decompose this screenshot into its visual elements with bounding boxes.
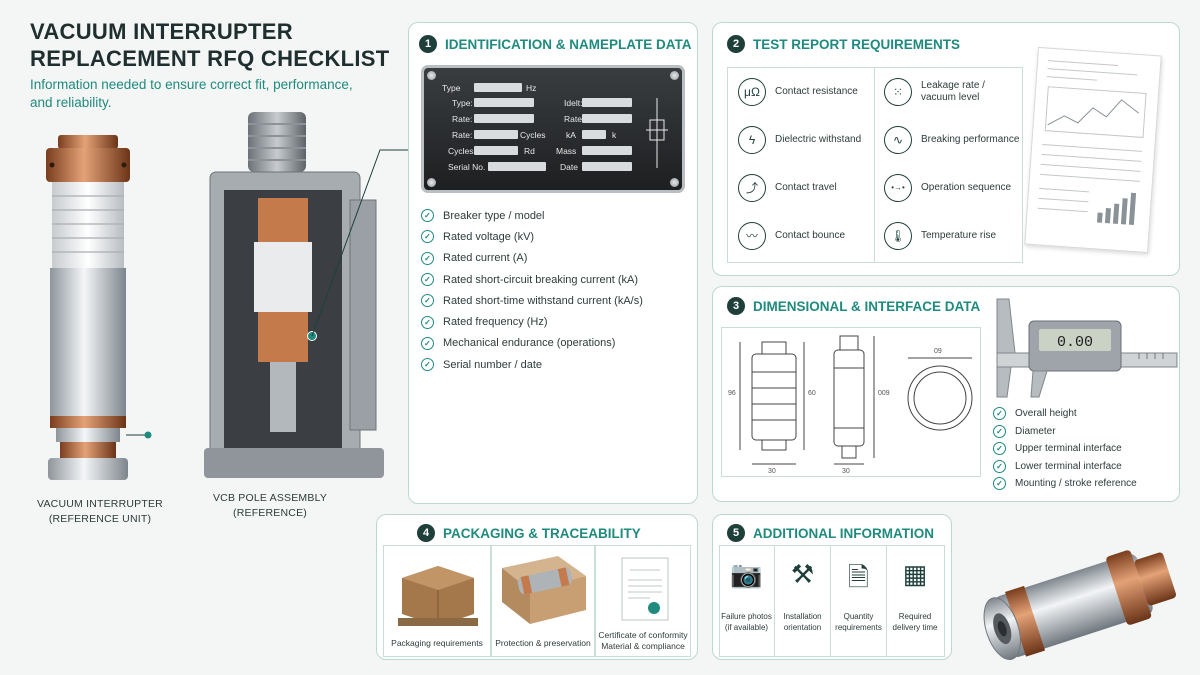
check-icon: ✓	[421, 230, 434, 244]
packaging-item: Packaging requirements	[383, 545, 491, 657]
section-number: 5	[727, 524, 745, 542]
list-item: ✓Serial number / date	[421, 354, 643, 375]
test-report-document	[1024, 46, 1162, 254]
section-title: TEST REPORT REQUIREMENTS	[753, 36, 961, 52]
arc-wave-icon: ∿	[884, 126, 912, 154]
dimensional-checklist: ✓Overall height ✓Diameter ✓Upper termina…	[993, 405, 1137, 493]
section-title: IDENTIFICATION & NAMEPLATE DATA	[445, 36, 692, 52]
calendar-icon: ▦	[902, 559, 928, 589]
check-icon: ✓	[993, 459, 1006, 473]
list-item: ✓Mechanical endurance (operations)	[421, 333, 643, 354]
protection-item: Protection & preservation	[491, 545, 595, 657]
sequence-icon: •→•	[884, 174, 912, 202]
micro-ohm-icon: μΩ	[738, 78, 766, 106]
vacuum-dots-icon: ⁙	[884, 78, 912, 106]
tools-icon: ⚒	[790, 559, 815, 589]
check-icon: ✓	[421, 294, 434, 308]
page-subtitle: Information needed to ensure correct fit…	[30, 77, 353, 110]
list-item: ✓Upper terminal interface	[993, 440, 1137, 458]
failure-photos-item: 📷 Failure photos(if available)	[719, 545, 775, 657]
thermometer-icon: 🌡	[884, 222, 912, 250]
list-item: ✓Rated short-time withstand current (kA/…	[421, 290, 643, 311]
lightning-icon: ϟ	[738, 126, 766, 154]
section-title: ADDITIONAL INFORMATION	[753, 525, 934, 541]
section-additional: 5 ADDITIONAL INFORMATION 📷 Failure photo…	[712, 514, 952, 660]
check-icon: ✓	[993, 424, 1006, 438]
check-icon: ✓	[421, 358, 434, 372]
certificate-item: Certificate of conformity Material & com…	[595, 545, 691, 657]
list-item: ✓Rated voltage (kV)	[421, 226, 643, 247]
vacuum-interrupter-photo	[983, 550, 1176, 661]
list-item: ✓Breaker type / model	[421, 205, 643, 226]
check-icon: ✓	[421, 209, 434, 223]
camera-icon: 📷	[730, 559, 763, 589]
check-icon: ✓	[993, 442, 1006, 456]
certificate-icon	[621, 557, 669, 621]
list-item: ✓Rated short-circuit breaking current (k…	[421, 269, 643, 290]
pole-caption: VCB POLE ASSEMBLY (REFERENCE)	[212, 492, 328, 519]
packed-interrupter-icon	[502, 556, 586, 624]
caliper-reading: 0.00	[1057, 334, 1093, 351]
section-title: DIMENSIONAL & INTERFACE DATA	[753, 298, 981, 314]
bounce-wave-icon: 〰	[738, 222, 766, 250]
check-icon: ✓	[421, 315, 434, 329]
document-icon: 🗎	[848, 562, 869, 592]
caliper-illustration: 0.00	[996, 298, 1178, 398]
section-number: 1	[419, 35, 437, 53]
carton-box-icon	[398, 566, 478, 626]
list-item: ✓Overall height	[993, 405, 1137, 423]
check-icon: ✓	[993, 477, 1006, 491]
check-icon: ✓	[421, 336, 434, 350]
connector-line	[311, 149, 408, 337]
interrupter-caption: VACUUM INTERRUPTER (REFERENCE UNIT)	[37, 498, 163, 525]
list-item: ✓Rated current (A)	[421, 248, 643, 269]
section-packaging: 4 PACKAGING & TRACEABILITY Packaging req…	[376, 514, 698, 660]
section-number: 4	[417, 524, 435, 542]
list-item: ✓Mounting / stroke reference	[993, 475, 1137, 493]
section-number: 2	[727, 35, 745, 53]
list-item: ✓Diameter	[993, 423, 1137, 441]
vcb-pole-assembly-illustration	[204, 112, 384, 478]
check-icon: ✓	[421, 273, 434, 287]
section-dimensional: 3 DIMENSIONAL & INTERFACE DATA 96 60 009…	[712, 286, 1180, 502]
check-icon: ✓	[421, 251, 434, 265]
identification-checklist: ✓Breaker type / model ✓Rated voltage (kV…	[421, 205, 643, 375]
dimension-drawing: 96 60 009 30 30 09	[721, 327, 981, 477]
travel-curve-icon: ⤴	[738, 174, 766, 202]
list-item: ✓Rated frequency (Hz)	[421, 311, 643, 332]
vacuum-interrupter-illustration	[46, 135, 152, 480]
section-title: PACKAGING & TRACEABILITY	[443, 525, 641, 541]
list-item: ✓Lower terminal interface	[993, 458, 1137, 476]
section-number: 3	[727, 297, 745, 315]
check-icon: ✓	[993, 407, 1006, 421]
page-title: VACUUM INTERRUPTER REPLACEMENT RFQ CHECK…	[30, 19, 390, 71]
